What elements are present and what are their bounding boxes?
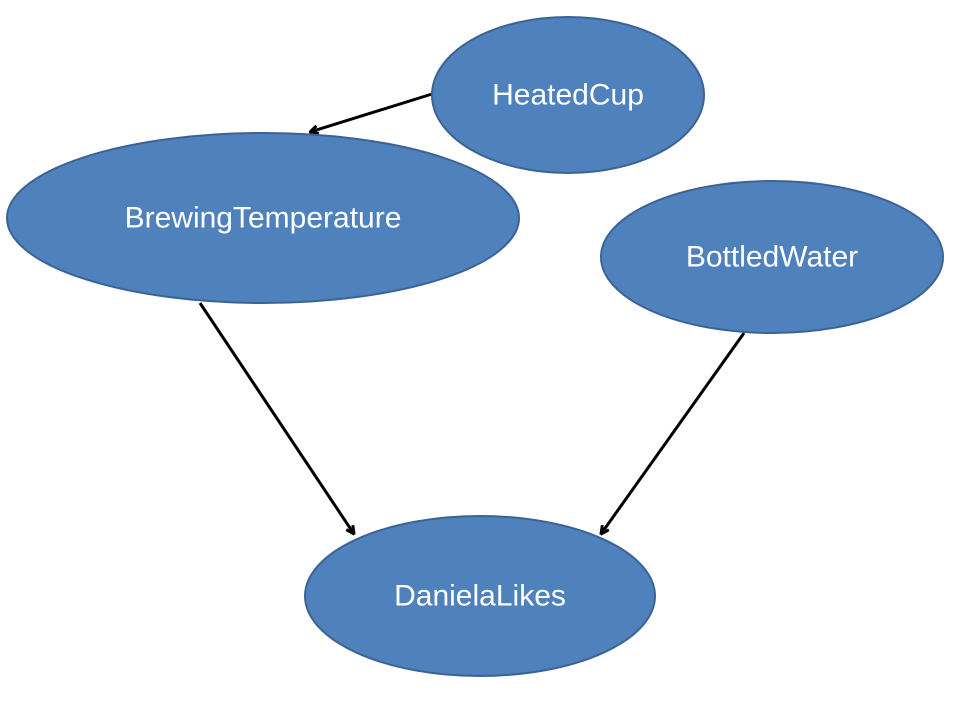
edge-brewingtemperature-to-danielalikes xyxy=(198,302,354,534)
node-brewingtemperature: BrewingTemperature xyxy=(6,132,520,304)
node-heatedcup-label: HeatedCup xyxy=(492,79,644,112)
node-bottledwater-label: BottledWater xyxy=(686,241,858,274)
node-heatedcup-shape xyxy=(431,16,705,174)
node-danielalikes: DanielaLikes xyxy=(304,515,656,677)
node-bottledwater-shape xyxy=(600,180,944,334)
node-brewingtemperature-label: BrewingTemperature xyxy=(125,202,402,235)
edges xyxy=(198,92,746,534)
node-danielalikes-shape xyxy=(304,515,656,677)
node-heatedcup: HeatedCup xyxy=(431,16,705,174)
edge-heatedcup-to-brewingtemperature xyxy=(310,92,433,132)
node-brewingtemperature-shape xyxy=(6,132,520,304)
node-bottledwater: BottledWater xyxy=(600,180,944,334)
edge-bottledwater-to-danielalikes xyxy=(601,332,746,534)
node-danielalikes-label: DanielaLikes xyxy=(394,580,566,613)
